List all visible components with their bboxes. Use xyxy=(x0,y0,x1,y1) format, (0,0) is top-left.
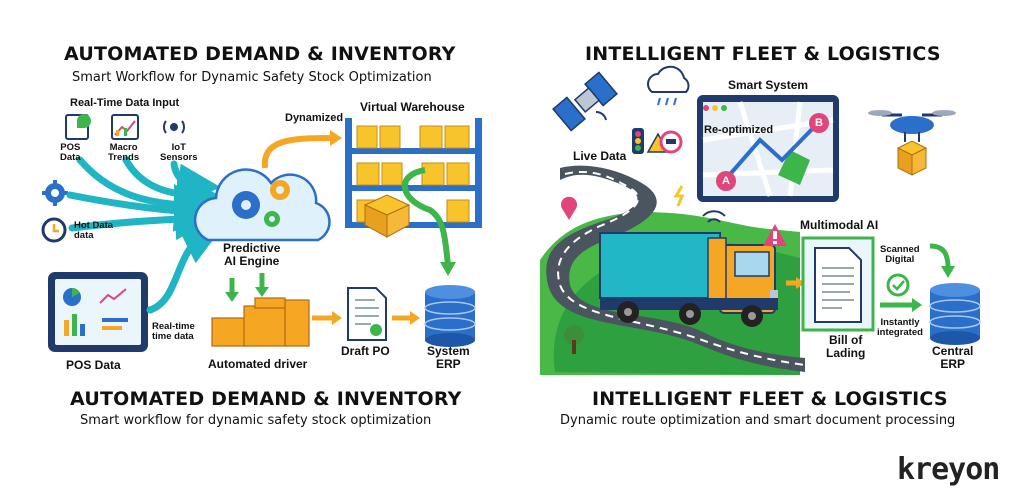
left-top-subtitle: Smart Workflow for Dynamic Safety Stock … xyxy=(72,70,432,85)
draft-po-document-icon xyxy=(347,287,387,341)
central-erp-label: Central ERP xyxy=(932,344,974,371)
left-bottom-title: AUTOMATED DEMAND & INVENTORY xyxy=(70,388,462,410)
right-bottom-title: INTELLIGENT FLEET & LOGISTICS xyxy=(592,388,948,410)
system-erp-database-icon xyxy=(424,285,476,347)
virtual-warehouse-label: Virtual Warehouse xyxy=(360,100,465,114)
automated-driver-label: Automated driver xyxy=(208,357,308,371)
dynamized-arrow xyxy=(261,135,331,169)
automated-driver-boxes-icon xyxy=(211,273,310,347)
kreyon-logo: kreyon xyxy=(897,452,1000,487)
smart-system-label: Smart System xyxy=(728,78,809,92)
iot-sensor-icon xyxy=(163,120,185,134)
realtime-time-data-label: Real-time time data xyxy=(152,321,195,342)
route-marker-b: B xyxy=(815,117,823,129)
macro-trends-icon xyxy=(111,114,139,140)
smart-system-map-screen xyxy=(697,95,839,202)
predictive-ai-cloud-icon xyxy=(193,168,331,242)
delivery-drone-icon xyxy=(868,110,956,176)
realtime-input-label: Real-Time Data Input xyxy=(70,97,180,109)
right-bottom-subtitle: Dynamic route optimization and smart doc… xyxy=(560,413,956,428)
live-data-label: Live Data xyxy=(573,149,627,163)
weather-cloud-icon xyxy=(647,65,690,106)
reoptimized-label: Re-optimized xyxy=(704,124,774,136)
draft-po-label: Draft PO xyxy=(341,344,390,358)
scanned-bill-of-lading-icon xyxy=(801,236,875,332)
freight-truck-icon xyxy=(599,210,778,327)
data-flow-arrows xyxy=(66,156,224,314)
route-marker-a: A xyxy=(722,175,730,187)
dynamized-label: Dynamized xyxy=(285,112,344,124)
clock-icon xyxy=(41,217,67,243)
pos-data-tablet-label: POS Data xyxy=(66,358,121,372)
hot-data-label: Hot Data data xyxy=(74,220,114,241)
predictive-ai-label: Predictive AI Engine xyxy=(223,241,281,268)
system-erp-label: System ERP xyxy=(427,344,470,371)
traffic-signals-icon xyxy=(561,128,685,220)
right-top-title: INTELLIGENT FLEET & LOGISTICS xyxy=(585,43,941,65)
left-bottom-subtitle: Smart workflow for dynamic safety stock … xyxy=(80,413,432,428)
bill-of-lading-label: Bill of Lading xyxy=(826,333,866,360)
check-circle-icon xyxy=(886,273,910,297)
multimodal-ai-label: Multimodal AI xyxy=(800,218,879,232)
left-top-title: AUTOMATED DEMAND & INVENTORY xyxy=(64,43,456,65)
pos-data-icon xyxy=(65,114,91,140)
macro-trends-label: Macro Trends xyxy=(108,142,140,163)
central-erp-database-icon xyxy=(929,283,981,345)
scanned-digital-label: Scanned Digital xyxy=(880,244,920,265)
tablet-pos-icon xyxy=(48,272,148,352)
satellite-icon xyxy=(552,71,618,132)
instantly-integrated-label: Instantly integrated xyxy=(877,317,923,338)
iot-sensors-label: IoT Sensors xyxy=(160,142,198,163)
warehouse-to-erp-arrow xyxy=(402,167,451,266)
pos-data-small-label: POS Data xyxy=(60,142,81,163)
settings-gear-icon xyxy=(42,180,68,206)
virtual-warehouse-shelf-icon xyxy=(345,118,482,238)
